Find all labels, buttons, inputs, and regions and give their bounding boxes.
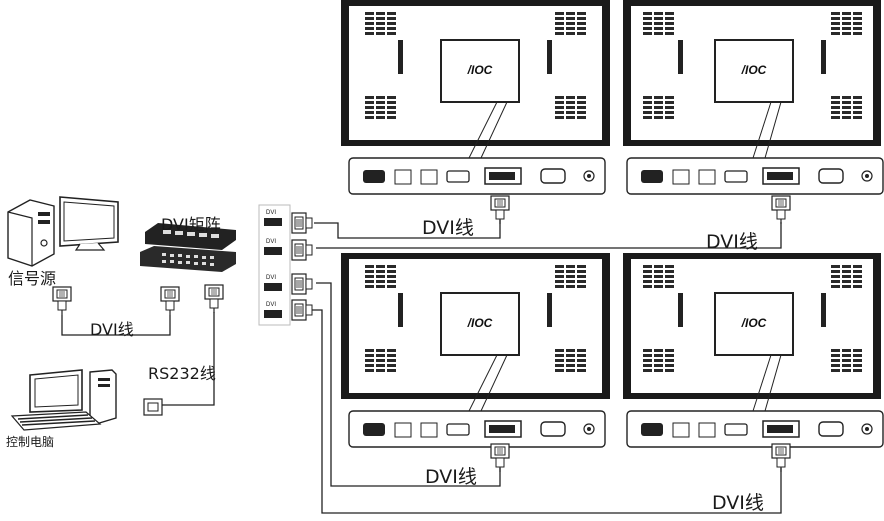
brand-logo: /IOC	[467, 63, 493, 77]
cable-label-source-dvi: DVI线	[90, 320, 134, 339]
brand-logo: /IOC	[741, 63, 767, 77]
dvi-plug-matrix-in	[160, 286, 180, 316]
cable-label-dvi-4: DVI线	[712, 492, 764, 514]
matrix-output-panel	[258, 204, 291, 326]
dvi-plug-display-3	[490, 443, 510, 473]
io-panel-top-left	[348, 157, 606, 195]
io-panel-bottom-right	[626, 410, 884, 448]
dvi-plug-out-3	[291, 273, 313, 295]
dvi-plug-out-4	[291, 299, 313, 321]
rs232-plug-pc	[143, 398, 163, 416]
cable-out1	[314, 220, 501, 239]
cable-label-dvi-2: DVI线	[706, 231, 758, 253]
cable-label-dvi-1: DVI线	[422, 217, 474, 239]
control-computer	[10, 369, 117, 431]
cable-rs232	[162, 312, 215, 406]
dvi-matrix-device	[140, 223, 236, 272]
cable-label-dvi-3: DVI线	[425, 466, 477, 488]
dvi-plug-display-4	[771, 443, 791, 473]
brand-logo: /IOC	[741, 316, 767, 330]
brand-logo: /IOC	[467, 316, 493, 330]
port-tag-3: DVI	[266, 275, 277, 281]
cable-out2	[316, 222, 782, 249]
source-label: 信号源	[8, 269, 57, 288]
source-computer	[7, 196, 119, 267]
port-tag-4: DVI	[266, 302, 277, 308]
dvi-plug-display-2	[771, 195, 791, 225]
matrix-label: DVI矩阵	[161, 215, 221, 234]
cable-out3	[316, 282, 501, 487]
display-unit-top-right: /IOC	[623, 0, 881, 159]
display-unit-bottom-right: /IOC	[623, 253, 881, 412]
cable-out4	[312, 309, 782, 514]
dvi-plug-out-2	[291, 239, 313, 261]
port-tag-2: DVI	[266, 239, 277, 245]
display-unit-bottom-left: /IOC	[341, 253, 610, 412]
dvi-plug-out-1	[291, 212, 313, 234]
port-tag-1: DVI	[266, 210, 277, 216]
io-panel-top-right	[626, 157, 884, 195]
cable-label-rs232: RS232线	[148, 364, 216, 383]
rs232-plug-matrix	[204, 284, 224, 314]
cables	[61, 220, 782, 514]
display-unit-top-left: /IOC	[341, 0, 610, 159]
cable-source-to-matrix	[61, 315, 171, 336]
control-pc-label: 控制电脑	[6, 435, 55, 449]
io-panel-bottom-left	[348, 410, 606, 448]
dvi-plug-source	[52, 286, 72, 316]
dvi-plug-display-1	[490, 195, 510, 225]
